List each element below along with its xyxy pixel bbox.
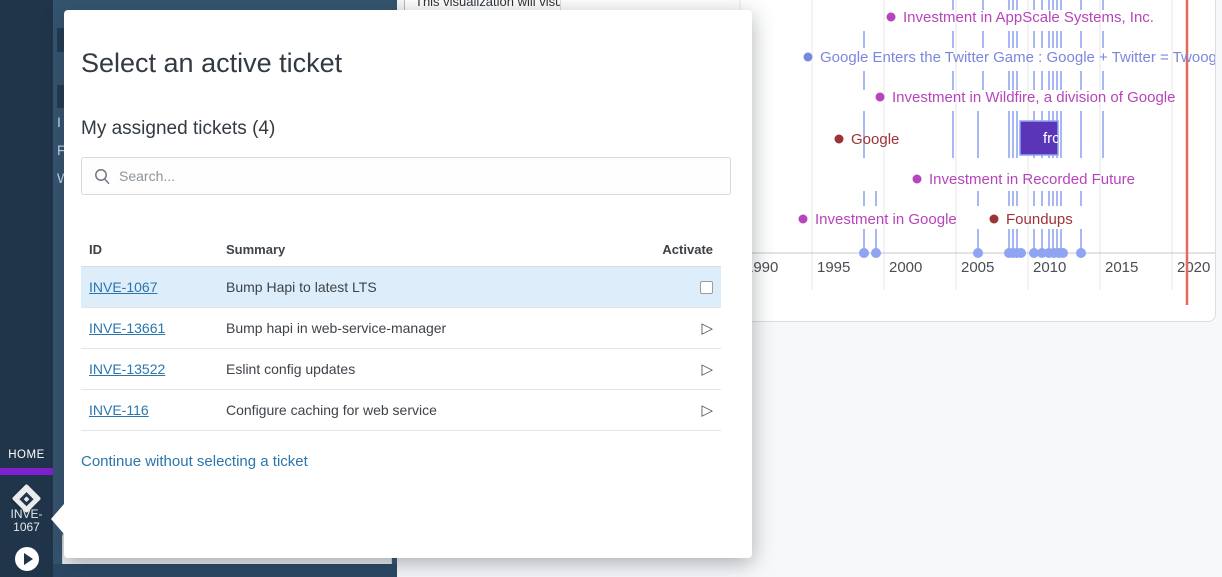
ticket-summary: Bump Hapi to latest LTS: [226, 279, 377, 295]
ticket-summary: Configure caching for web service: [226, 402, 437, 418]
sidebar-accent-bar: [0, 468, 53, 475]
table-row[interactable]: INVE-1067 Bump Hapi to latest LTS: [81, 267, 721, 308]
event-axis-dot[interactable]: [1076, 248, 1086, 258]
search-input[interactable]: [119, 168, 730, 184]
ticket-id-link[interactable]: INVE-1067: [89, 279, 158, 295]
axis-tick-label: 2000: [889, 259, 922, 276]
col-header-id: ID: [89, 242, 102, 257]
ticket-table: ID Summary Activate INVE-1067 Bump Hapi t…: [81, 236, 721, 431]
timeline-chart[interactable]: 1990 1995 2000 2005 2010 2015 2020 Investment i…: [561, 0, 1216, 322]
event-axis-dot[interactable]: [1058, 248, 1068, 258]
ticket-id-link[interactable]: INVE-13522: [89, 361, 166, 377]
table-header-row: ID Summary Activate: [81, 236, 721, 267]
ticket-summary: Eslint config updates: [226, 361, 356, 377]
table-row[interactable]: INVE-13522 Eslint config updates ▷: [81, 349, 721, 390]
event-axis-dot[interactable]: [859, 248, 869, 258]
timeline-item-dot[interactable]: [803, 52, 813, 62]
sidebar-active-ticket-label[interactable]: INVE- 1067: [0, 508, 53, 533]
timeline-item-label[interactable]: Investment in Wildfire, a division of Go…: [892, 89, 1175, 106]
panel-text-2: F: [57, 142, 66, 158]
activate-play-icon[interactable]: ▷: [701, 319, 713, 337]
diamond-inner: [19, 491, 34, 506]
ticket-summary: Bump hapi in web-service-manager: [226, 320, 447, 336]
event-axis-dot[interactable]: [1029, 248, 1039, 258]
col-header-activate: Activate: [662, 242, 713, 257]
axis-tick-label: 2010: [1033, 259, 1066, 276]
panel-bottom-strip: [53, 564, 397, 577]
axis-tick-label: 2020: [1177, 259, 1210, 276]
event-axis-dot[interactable]: [871, 248, 881, 258]
timeline-item-dot[interactable]: [875, 92, 885, 102]
selected-event-box[interactable]: [1019, 120, 1059, 156]
timeline-item-label[interactable]: Investment in Google: [815, 211, 957, 228]
timeline-item-label[interactable]: Google: [851, 131, 899, 148]
search-icon: [95, 168, 110, 184]
panel-text-1: I: [57, 114, 61, 130]
continue-without-ticket-link[interactable]: Continue without selecting a ticket: [81, 453, 308, 470]
play-icon: [24, 553, 33, 565]
timeline-item-label[interactable]: Foundups: [1006, 211, 1073, 228]
timeline-item-dot[interactable]: [886, 12, 896, 22]
activate-play-icon[interactable]: ▷: [701, 360, 713, 378]
ticket-id-link[interactable]: INVE-13661: [89, 320, 166, 336]
visualization-tooltip-text: This visualization will visualize: [415, 0, 590, 9]
activate-checkbox[interactable]: [700, 280, 713, 294]
ticket-label-line1: INVE-: [10, 507, 43, 521]
activate-play-icon[interactable]: ▷: [701, 401, 713, 419]
diamond-core: [23, 495, 30, 502]
timeline-item-dot[interactable]: [912, 174, 922, 184]
timeline-item-dot[interactable]: [989, 214, 999, 224]
axis-tick-label: 2015: [1105, 259, 1138, 276]
axis-tick-label: 1995: [817, 259, 850, 276]
search-box[interactable]: [81, 157, 731, 195]
timeline-item-dot[interactable]: [834, 134, 844, 144]
timeline-item-label[interactable]: Google Enters the Twitter Game : Google …: [820, 49, 1216, 66]
modal-title: Select an active ticket: [81, 48, 343, 78]
event-axis-dot[interactable]: [1037, 248, 1047, 258]
modal-pointer-arrow: [51, 504, 64, 534]
table-row[interactable]: INVE-13661 Bump hapi in web-service-manag…: [81, 308, 721, 349]
assigned-tickets-heading: My assigned tickets (4): [81, 118, 276, 139]
selected-event-box-label: frc: [1043, 130, 1060, 147]
event-axis-dot[interactable]: [1016, 248, 1026, 258]
col-header-summary: Summary: [226, 242, 286, 257]
axis-tick-label: 2005: [961, 259, 994, 276]
sidebar-item-home[interactable]: HOME: [8, 449, 45, 461]
event-axis-dot[interactable]: [973, 248, 983, 258]
table-row[interactable]: INVE-116 Configure caching for web servic…: [81, 390, 721, 431]
sidebar: HOME INVE- 1067: [0, 0, 53, 577]
ticket-id-link[interactable]: INVE-116: [89, 402, 149, 418]
timeline-item-dot[interactable]: [798, 214, 808, 224]
timeline-item-label[interactable]: Investment in Recorded Future: [929, 171, 1135, 188]
select-ticket-modal: Select an active ticket My assigned tick…: [51, 10, 752, 558]
axis-tick-label: 1990: [745, 259, 778, 276]
play-button[interactable]: [15, 547, 39, 571]
ticket-label-line2: 1067: [13, 519, 40, 534]
timeline-item-label[interactable]: Investment in AppScale Systems, Inc.: [903, 9, 1154, 26]
